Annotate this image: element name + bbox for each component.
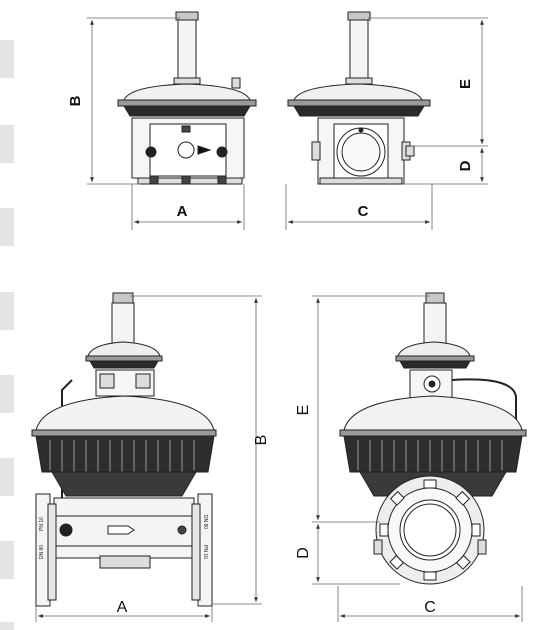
dimension-lines-bottom-left — [35, 295, 262, 622]
side-strip — [0, 541, 14, 579]
side-strips — [0, 0, 14, 630]
side-strip — [0, 208, 14, 246]
side-strip — [0, 458, 14, 496]
flange-mark: DN 80 — [202, 515, 208, 529]
dimension-lines-top-left — [87, 17, 245, 230]
flange-mark: DN 80 — [39, 545, 45, 559]
dimension-label-a: A — [177, 203, 188, 220]
dimension-label-e: E — [295, 405, 312, 416]
side-strip — [0, 375, 14, 413]
dimension-label-d: D — [295, 547, 312, 559]
side-strip — [0, 40, 14, 78]
dimension-label-e: E — [457, 79, 474, 89]
regulator-side-view-large — [339, 292, 527, 585]
flange-mark: PN 16 — [202, 545, 208, 559]
dimension-label-b: B — [253, 435, 270, 446]
regulator-front-view-large — [31, 292, 217, 607]
dimension-label-c: C — [358, 203, 369, 220]
side-strip — [0, 292, 14, 330]
regulator-side-view-small — [287, 11, 431, 185]
dimension-lines-top-right — [285, 17, 488, 230]
dimension-label-d: D — [457, 160, 474, 171]
dimension-lines-bottom-right — [312, 295, 523, 622]
flange-mark: PN 16 — [39, 517, 45, 531]
dimension-label-b: B — [67, 95, 84, 106]
dimension-label-c: C — [424, 599, 436, 616]
dimension-label-a: A — [117, 599, 128, 616]
side-strip — [0, 622, 14, 630]
side-strip — [0, 125, 14, 163]
regulator-front-view-small — [117, 11, 257, 185]
